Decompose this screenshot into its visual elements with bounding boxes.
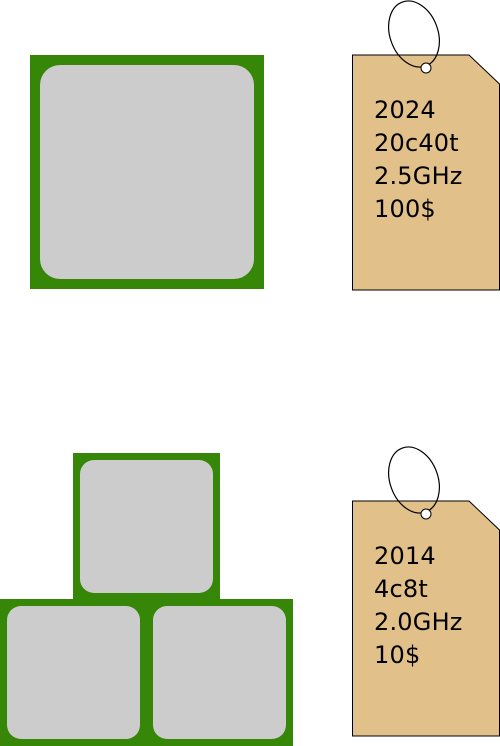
price-tag-text: 2014 4c8t 2.0GHz 10$ bbox=[374, 540, 463, 672]
tag-frequency: 2.0GHz bbox=[374, 608, 463, 636]
small-chip-bottom-left bbox=[0, 599, 147, 746]
small-chip-bottom-right bbox=[146, 599, 293, 746]
tag-cores-threads: 4c8t bbox=[374, 575, 428, 603]
price-tag-text: 2024 20c40t 2.5GHz 100$ bbox=[374, 94, 463, 226]
tag-price: 100$ bbox=[374, 195, 436, 223]
small-chip-top bbox=[73, 453, 220, 600]
large-chip bbox=[30, 55, 264, 289]
tag-cores-threads: 20c40t bbox=[374, 129, 459, 157]
large-chip-die bbox=[40, 65, 254, 279]
small-chip-die bbox=[7, 606, 140, 739]
price-tag-shape bbox=[352, 446, 500, 737]
tag-frequency: 2.5GHz bbox=[374, 162, 463, 190]
small-chip-die bbox=[153, 606, 286, 739]
price-tag-2014: 2014 4c8t 2.0GHz 10$ bbox=[352, 446, 500, 738]
tag-price: 10$ bbox=[374, 641, 421, 669]
tag-year: 2024 bbox=[374, 96, 436, 124]
small-chip-die bbox=[80, 460, 213, 593]
price-tag-2024: 2024 20c40t 2.5GHz 100$ bbox=[352, 0, 500, 292]
tag-year: 2014 bbox=[374, 542, 436, 570]
